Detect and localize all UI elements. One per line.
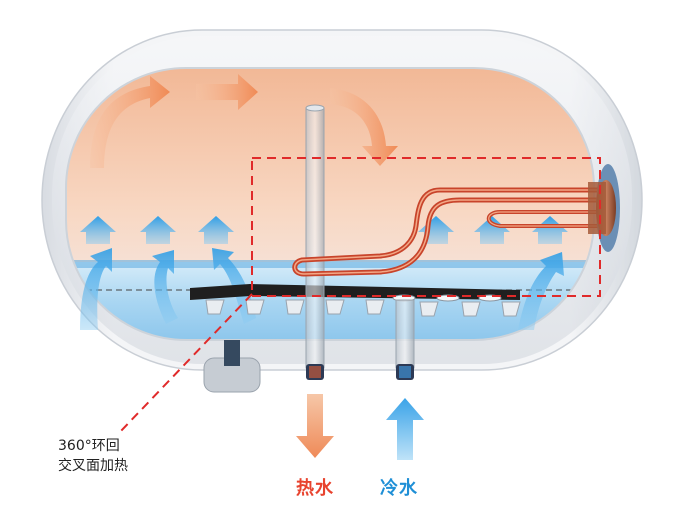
hot-water-pipe	[305, 104, 325, 380]
heating-zone-highlight	[119, 157, 601, 433]
hot-water-outlet-arrow	[296, 394, 334, 458]
cold-water-inlet-arrow	[386, 398, 424, 460]
cold-water-label: 冷水	[380, 478, 418, 499]
cold-water-pipe	[395, 299, 415, 380]
hot-flow-arrows	[90, 74, 398, 168]
callout-label: 360°环回 交叉面加热	[58, 436, 168, 476]
cold-flow-arrows	[80, 216, 568, 330]
heating-element-coil	[292, 187, 603, 277]
callout-line-2: 交叉面加热	[58, 458, 128, 474]
callout-line-1: 360°环回	[58, 438, 120, 454]
hot-water-label: 热水	[296, 478, 334, 499]
drain-fitting	[203, 340, 261, 393]
